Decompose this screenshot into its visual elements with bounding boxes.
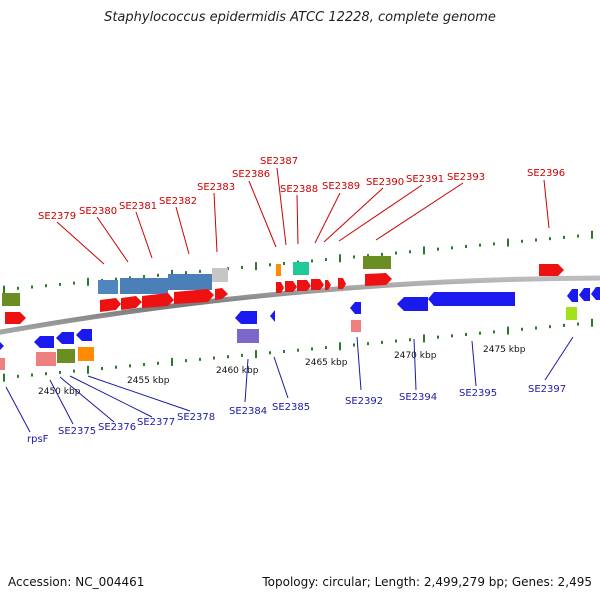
label-se2395[interactable]: SE2395 <box>459 388 497 399</box>
gene-block[interactable] <box>363 256 391 269</box>
scale-label-2460: 2460 kbp <box>216 366 259 376</box>
gene-block[interactable] <box>0 358 5 370</box>
gene-arrow[interactable] <box>567 289 578 302</box>
gene-block[interactable] <box>276 264 281 276</box>
reverse-labels: rpsF SE2375 SE2376 SE2377 SE2378 SE2384 … <box>27 384 566 445</box>
tick-row-lower <box>3 318 593 382</box>
gene-arrow-se2387[interactable] <box>285 281 297 292</box>
label-se2383[interactable]: SE2383 <box>197 182 235 193</box>
gene-arrow-se2388[interactable] <box>297 280 311 291</box>
label-se2382[interactable]: SE2382 <box>159 196 197 207</box>
label-se2381[interactable]: SE2381 <box>119 201 157 212</box>
label-se2379[interactable]: SE2379 <box>38 211 76 222</box>
gene-arrow[interactable] <box>5 312 26 324</box>
scale-label-2470: 2470 kbp <box>394 351 437 361</box>
gene-block[interactable] <box>120 278 168 294</box>
gene-arrow-se2395[interactable] <box>428 292 515 306</box>
forward-labels: SE2379 SE2380 SE2381 SE2382 SE2383 SE238… <box>38 156 565 222</box>
label-se2376[interactable]: SE2376 <box>98 422 136 433</box>
gene-arrow-se2375[interactable] <box>34 336 54 348</box>
gene-block-se2378[interactable] <box>78 347 94 361</box>
gene-block[interactable] <box>57 349 75 363</box>
gene-arrow-se2377[interactable] <box>76 329 92 341</box>
gene-arrow[interactable] <box>591 287 600 300</box>
gene-arrow-se2381[interactable] <box>142 293 174 308</box>
map-title: Staphylococcus epidermidis ATCC 12228, c… <box>104 10 496 25</box>
scale-label-2455: 2455 kbp <box>127 376 170 386</box>
gene-arrow-se2392[interactable] <box>350 302 361 314</box>
label-se2396[interactable]: SE2396 <box>527 168 565 179</box>
gene-arrow-se2391[interactable] <box>338 278 346 289</box>
gene-arrow-se2383[interactable] <box>215 288 228 300</box>
accession-label: Accession: NC_004461 <box>8 575 145 589</box>
forward-strand-genes <box>2 256 564 324</box>
label-se2389[interactable]: SE2389 <box>322 181 360 192</box>
gene-block-se2388[interactable] <box>293 262 309 275</box>
label-se2393[interactable]: SE2393 <box>447 172 485 183</box>
gene-arrow-se2396[interactable] <box>539 264 564 276</box>
label-se2388[interactable]: SE2388 <box>280 184 318 195</box>
scale-label-2465: 2465 kbp <box>305 358 348 368</box>
reverse-leader-lines <box>5 336 574 433</box>
gene-block[interactable] <box>2 293 20 306</box>
gene-block[interactable] <box>351 320 361 332</box>
label-se2378[interactable]: SE2378 <box>177 412 215 423</box>
gene-arrow-se2390[interactable] <box>325 280 331 290</box>
gene-arrow-se2394[interactable] <box>397 297 428 311</box>
label-se2384[interactable]: SE2384 <box>229 406 267 417</box>
gene-arrow-se2389[interactable] <box>311 279 324 290</box>
gene-arrow-se2380[interactable] <box>121 296 142 310</box>
label-se2391[interactable]: SE2391 <box>406 174 444 185</box>
label-se2392[interactable]: SE2392 <box>345 396 383 407</box>
gene-arrow-se2385[interactable] <box>270 310 275 322</box>
label-se2377[interactable]: SE2377 <box>137 417 175 428</box>
gene-block[interactable] <box>237 329 259 343</box>
gene-arrow-se2376[interactable] <box>56 332 74 344</box>
gene-block[interactable] <box>168 274 212 290</box>
gene-arrow-se2379[interactable] <box>100 298 121 312</box>
scale-label-2450: 2450 kbp <box>38 387 81 397</box>
forward-leader-lines <box>56 167 550 265</box>
gene-arrow-se2382[interactable] <box>174 289 214 304</box>
scale-label-2475: 2475 kbp <box>483 345 526 355</box>
gene-block[interactable] <box>36 352 56 366</box>
label-se2390[interactable]: SE2390 <box>366 177 404 188</box>
gene-arrow[interactable] <box>0 342 4 350</box>
label-se2375[interactable]: SE2375 <box>58 426 96 437</box>
gene-arrow-se2393[interactable] <box>365 273 392 286</box>
gene-arrow-se2384[interactable] <box>235 311 257 324</box>
label-se2387[interactable]: SE2387 <box>260 156 298 167</box>
genome-backbone <box>0 275 600 335</box>
gene-arrow[interactable] <box>579 288 590 301</box>
label-se2397[interactable]: SE2397 <box>528 384 566 395</box>
gene-block-se2397[interactable] <box>566 307 577 320</box>
gene-block[interactable] <box>98 280 118 294</box>
genome-summary: Topology: circular; Length: 2,499,279 bp… <box>262 575 592 589</box>
label-se2385[interactable]: SE2385 <box>272 402 310 413</box>
gene-arrow-se2386[interactable] <box>276 282 284 293</box>
label-se2394[interactable]: SE2394 <box>399 392 437 403</box>
gene-block[interactable] <box>212 268 228 282</box>
reverse-strand-genes <box>0 287 600 370</box>
label-se2386[interactable]: SE2386 <box>232 169 270 180</box>
label-rpsf[interactable]: rpsF <box>27 434 49 445</box>
label-se2380[interactable]: SE2380 <box>79 206 117 217</box>
